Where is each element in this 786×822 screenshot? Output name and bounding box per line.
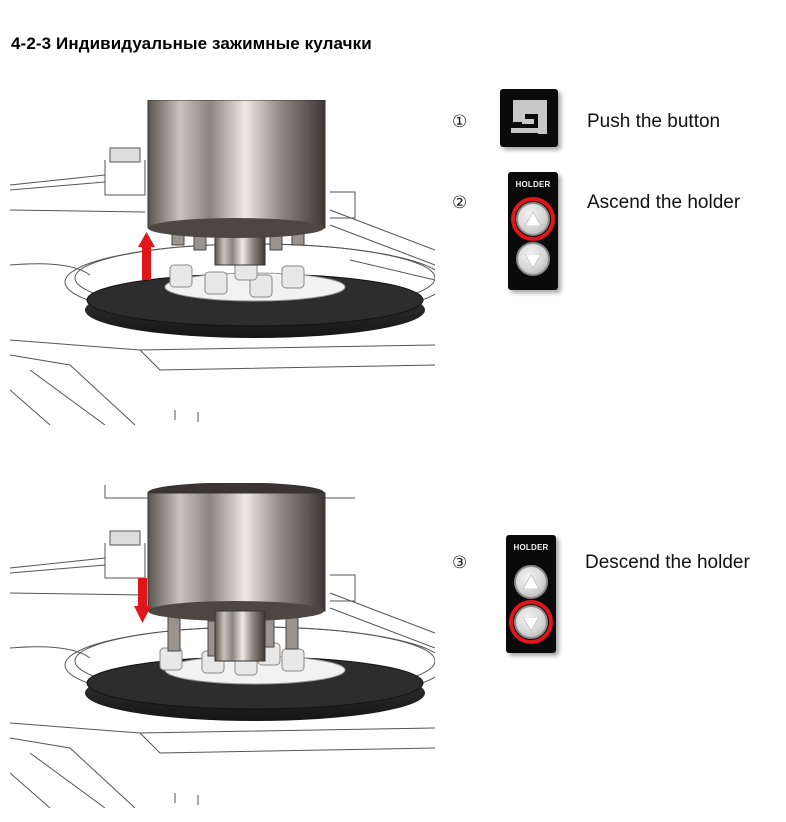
machine-holder-lowered-illustration xyxy=(10,483,435,808)
panel-label: HOLDER xyxy=(515,180,551,189)
step-number: ② xyxy=(452,193,468,213)
step-instruction: Push the button xyxy=(587,111,721,132)
panel-label: HOLDER xyxy=(513,543,549,552)
step-instruction: Descend the holder xyxy=(585,552,750,573)
holder-down-button[interactable] xyxy=(516,242,550,276)
arrow-down-icon xyxy=(525,254,541,268)
holder-control-panel: HOLDER xyxy=(506,535,556,653)
holder-down-button[interactable] xyxy=(509,600,553,644)
arrow-down-icon xyxy=(523,617,539,631)
machine-holder-raised-illustration xyxy=(10,100,435,425)
step-number: ① xyxy=(452,112,468,132)
holder-control-panel: HOLDER xyxy=(508,172,558,290)
page-title: 4-2-3 Индивидуальные зажимные кулачки xyxy=(11,34,372,53)
holder-up-button[interactable] xyxy=(514,565,548,599)
step-instruction: Ascend the holder xyxy=(587,192,741,213)
holder-up-button[interactable] xyxy=(511,197,555,241)
arrow-up-icon xyxy=(523,575,539,589)
step-number: ③ xyxy=(452,553,468,573)
holder-mode-button xyxy=(500,89,558,147)
holder-mode-icon xyxy=(511,100,547,134)
arrow-up-icon xyxy=(525,212,541,226)
